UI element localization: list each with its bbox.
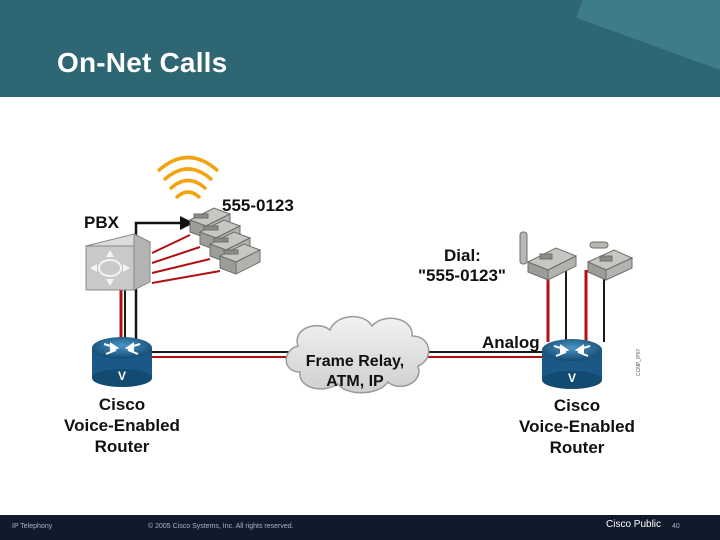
router-left-label-line2: Voice-Enabled bbox=[64, 416, 180, 435]
router-right-label-line1: Cisco bbox=[554, 396, 600, 415]
router-right-label-line3: Router bbox=[550, 438, 605, 457]
pbx-phone-lines bbox=[151, 234, 221, 284]
header-accent bbox=[576, 0, 720, 76]
slide-header: On-Net Calls bbox=[0, 0, 720, 97]
footer-copyright: © 2005 Cisco Systems, Inc. All rights re… bbox=[148, 523, 294, 530]
pbx-phone-stack-icon bbox=[188, 207, 262, 275]
call-diagram: V V PBX 555-0123 Dial: "555-0123" Analog… bbox=[64, 155, 642, 457]
analog-label: Analog bbox=[482, 333, 540, 352]
pbx-icon bbox=[84, 233, 152, 291]
dial-label-line1: Dial: bbox=[444, 246, 481, 265]
router-right-label-line2: Voice-Enabled bbox=[519, 417, 635, 436]
analog-phone-icon-1 bbox=[519, 231, 578, 281]
router-left-badge: V bbox=[118, 369, 126, 383]
phone-number-label: 555-0123 bbox=[222, 196, 294, 215]
pbx-router-link bbox=[119, 288, 126, 342]
analog-lines bbox=[546, 270, 605, 342]
call-path-arrow bbox=[134, 216, 194, 342]
router-left-label-line1: Cisco bbox=[99, 395, 145, 414]
footer-classification: Cisco Public bbox=[606, 519, 662, 530]
dial-label-line2: "555-0123" bbox=[418, 266, 506, 285]
footer-course: IP Telephony bbox=[12, 523, 53, 530]
analog-phone-icon-2 bbox=[586, 241, 634, 281]
wan-link bbox=[150, 351, 545, 358]
wan-cloud-icon bbox=[285, 316, 430, 394]
slide-footer: IP Telephony © 2005 Cisco Systems, Inc. … bbox=[0, 515, 720, 540]
wireless-signal-icon bbox=[156, 155, 220, 200]
cloud-label-line1: Frame Relay, bbox=[306, 353, 404, 370]
slide-title: On-Net Calls bbox=[57, 47, 228, 78]
router-right-icon bbox=[542, 339, 602, 389]
router-right-badge: V bbox=[568, 371, 576, 385]
cloud-label-line2: ATM, IP bbox=[326, 373, 384, 390]
footer-page-number: 40 bbox=[672, 523, 680, 530]
router-left-icon bbox=[92, 337, 152, 387]
pbx-label: PBX bbox=[84, 213, 120, 232]
figure-id: CCNP_IP07 bbox=[636, 349, 642, 376]
router-left-label-line3: Router bbox=[95, 437, 150, 456]
